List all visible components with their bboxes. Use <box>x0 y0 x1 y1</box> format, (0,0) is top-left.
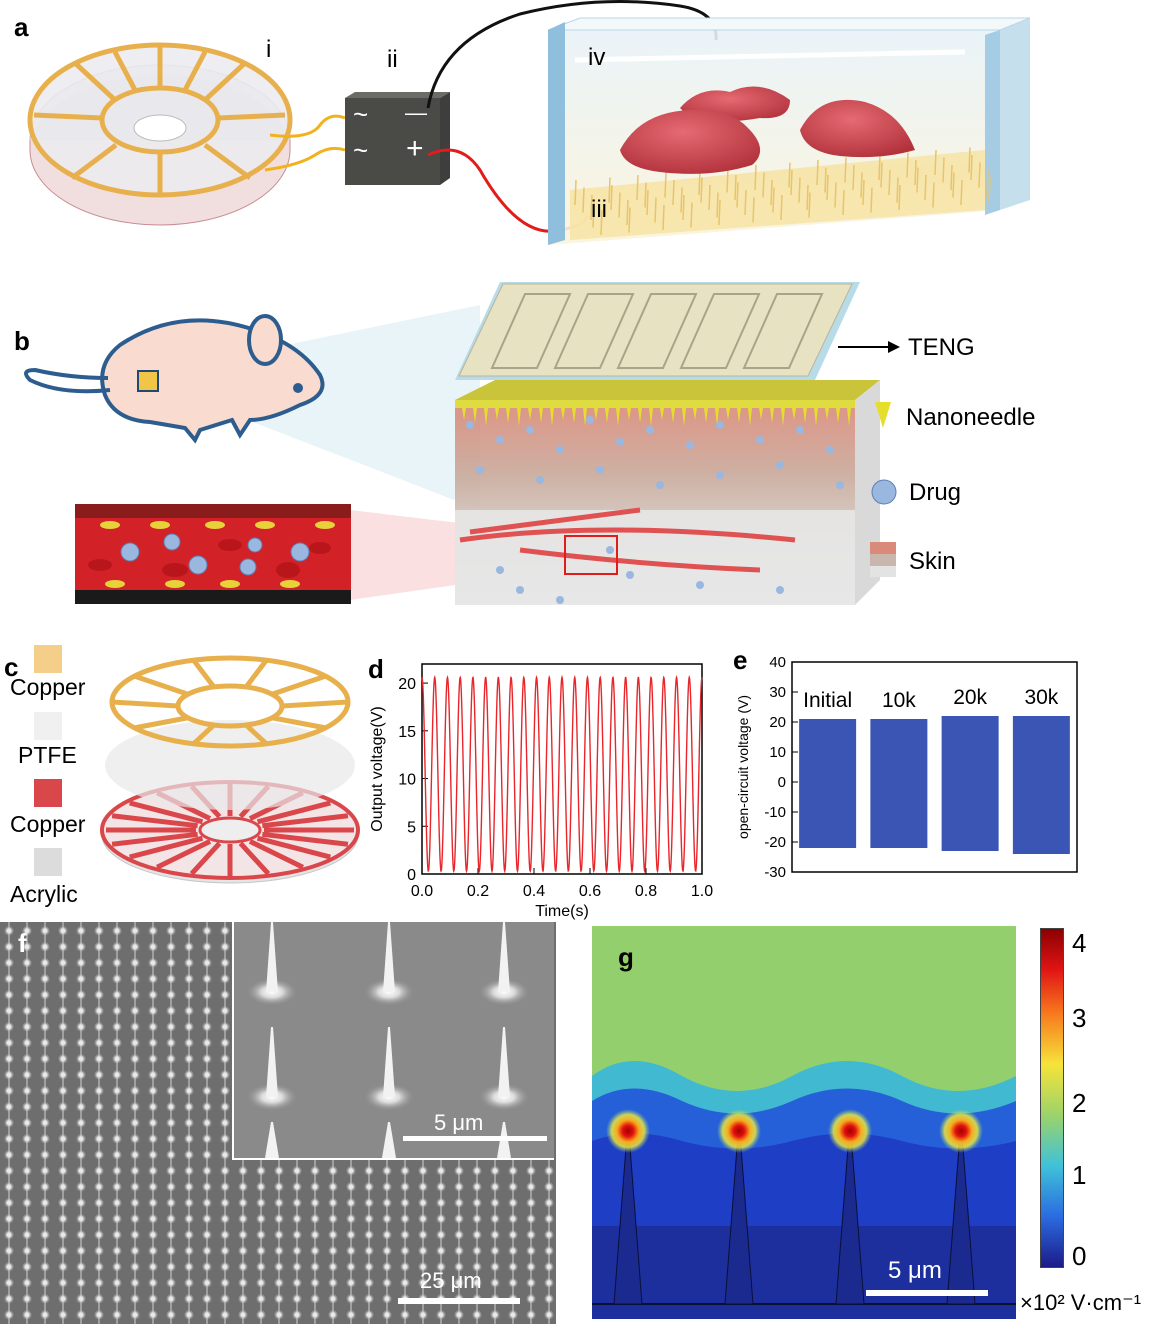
x-tick-label: 0.0 <box>411 883 433 900</box>
ac-symbol-bottom: ~ <box>353 135 369 165</box>
culture-chamber <box>547 17 1031 245</box>
mouse-illustration <box>24 314 325 444</box>
y-tick-label: 10 <box>769 744 786 761</box>
y-tick-label: 15 <box>398 724 416 741</box>
panel-a-illustration <box>27 0 1031 245</box>
y-tick-label: 30 <box>769 684 786 701</box>
main-scale-label: 25 μm <box>420 1268 482 1293</box>
y-axis-label: Output voltage(V) <box>369 706 386 831</box>
marker-iv: iv <box>588 44 606 71</box>
voltage-band-bar <box>799 719 857 848</box>
colorbar-tick-4: 4 <box>1072 928 1087 958</box>
x-tick-label: 0.4 <box>523 883 545 900</box>
panel-label-d: d <box>368 654 384 684</box>
category-label: 20k <box>953 686 987 709</box>
panel-label-c: c <box>4 652 19 682</box>
field-simulation-map <box>592 926 1016 1319</box>
category-label: 10k <box>882 689 916 712</box>
panel-label-a: a <box>14 12 29 42</box>
y-tick-label: 20 <box>398 676 416 693</box>
ac-symbol-top: ~ <box>353 99 369 129</box>
plus-terminal: + <box>406 132 424 165</box>
legend-drug: Drug <box>909 479 962 506</box>
legend-nanoneedle: Nanoneedle <box>906 404 1036 431</box>
swatch-copper-top <box>34 645 62 673</box>
skin-layers-icon <box>870 542 896 577</box>
drug-particle-icon <box>871 479 897 505</box>
sem-inset <box>232 922 554 1160</box>
panel-label-e: e <box>733 645 748 675</box>
category-label: Initial <box>803 689 852 712</box>
voltage-band-bar <box>1012 716 1070 854</box>
y-tick-label: 5 <box>407 819 416 836</box>
x-tick-label: 1.0 <box>691 883 713 900</box>
teng-disk <box>27 42 293 226</box>
voltage-series-line <box>421 674 703 874</box>
plot-frame-e <box>791 661 1078 873</box>
voltage-band-bar <box>941 716 999 851</box>
x-tick-label: 0.6 <box>579 883 601 900</box>
y-tick-label: -20 <box>764 834 786 851</box>
marker-ii: ii <box>387 46 398 73</box>
nanoneedle-icon <box>875 402 891 428</box>
x-tick-label: 0.8 <box>635 883 657 900</box>
category-label: 30k <box>1024 686 1058 709</box>
swatch-ptfe <box>34 712 62 740</box>
y-tick-label: 0 <box>407 867 416 884</box>
minus-terminal: — <box>405 100 427 125</box>
y-tick-label: 0 <box>778 774 786 791</box>
y-axis-label: open-circuit voltage (V) <box>735 695 751 839</box>
colorbar-unit: ×10² V·cm⁻¹ <box>1020 1290 1142 1315</box>
colorbar <box>1040 928 1064 1268</box>
colorbar-tick-1: 1 <box>1072 1160 1087 1190</box>
panel-label-f: f <box>18 928 27 958</box>
g-scale-label: 5 μm <box>888 1257 942 1284</box>
panel-c-exploded-view <box>100 655 360 884</box>
layer-label-acrylic: Acrylic <box>10 881 78 907</box>
marker-i: i <box>266 36 272 63</box>
main-scale-bar <box>398 1298 520 1304</box>
voltage-band-bar <box>870 719 928 848</box>
y-tick-label: 10 <box>398 772 416 789</box>
teng-panel <box>455 282 860 380</box>
skin-block <box>455 380 880 605</box>
inset-scale-label: 5 μm <box>434 1110 484 1135</box>
swatch-acrylic <box>34 848 62 876</box>
inset-scale-bar <box>403 1136 547 1141</box>
legend-teng: TENG <box>908 334 975 361</box>
y-tick-label: -30 <box>764 864 786 881</box>
layer-label-copper-top: Copper <box>10 674 86 700</box>
plot-frame-d <box>421 663 703 875</box>
layer-label-ptfe: PTFE <box>18 742 77 768</box>
rectifier-module <box>345 92 450 185</box>
panel-label-b: b <box>14 326 30 356</box>
colorbar-tick-3: 3 <box>1072 1003 1087 1033</box>
panel-b-illustration <box>24 282 900 605</box>
chart-open-circuit-voltage: 40 30 20 10 0 -10 -20 -30 open-circuit voltage (… <box>735 654 1078 881</box>
g-scale-bar <box>866 1290 988 1296</box>
y-tick-label: -10 <box>764 804 786 821</box>
panel-label-g: g <box>618 942 634 972</box>
layer-label-copper-bottom: Copper <box>10 811 86 837</box>
x-axis-label: Time(s) <box>535 903 589 920</box>
swatch-copper-bottom <box>34 779 62 807</box>
legend-skin: Skin <box>909 548 956 575</box>
y-tick-label: 40 <box>769 654 786 671</box>
x-tick-label: 0.2 <box>467 883 489 900</box>
colorbar-tick-2: 2 <box>1072 1088 1087 1118</box>
y-tick-label: 20 <box>769 714 786 731</box>
colorbar-tick-0: 0 <box>1072 1241 1087 1271</box>
blood-vessel <box>75 504 351 604</box>
marker-iii: iii <box>591 196 607 223</box>
